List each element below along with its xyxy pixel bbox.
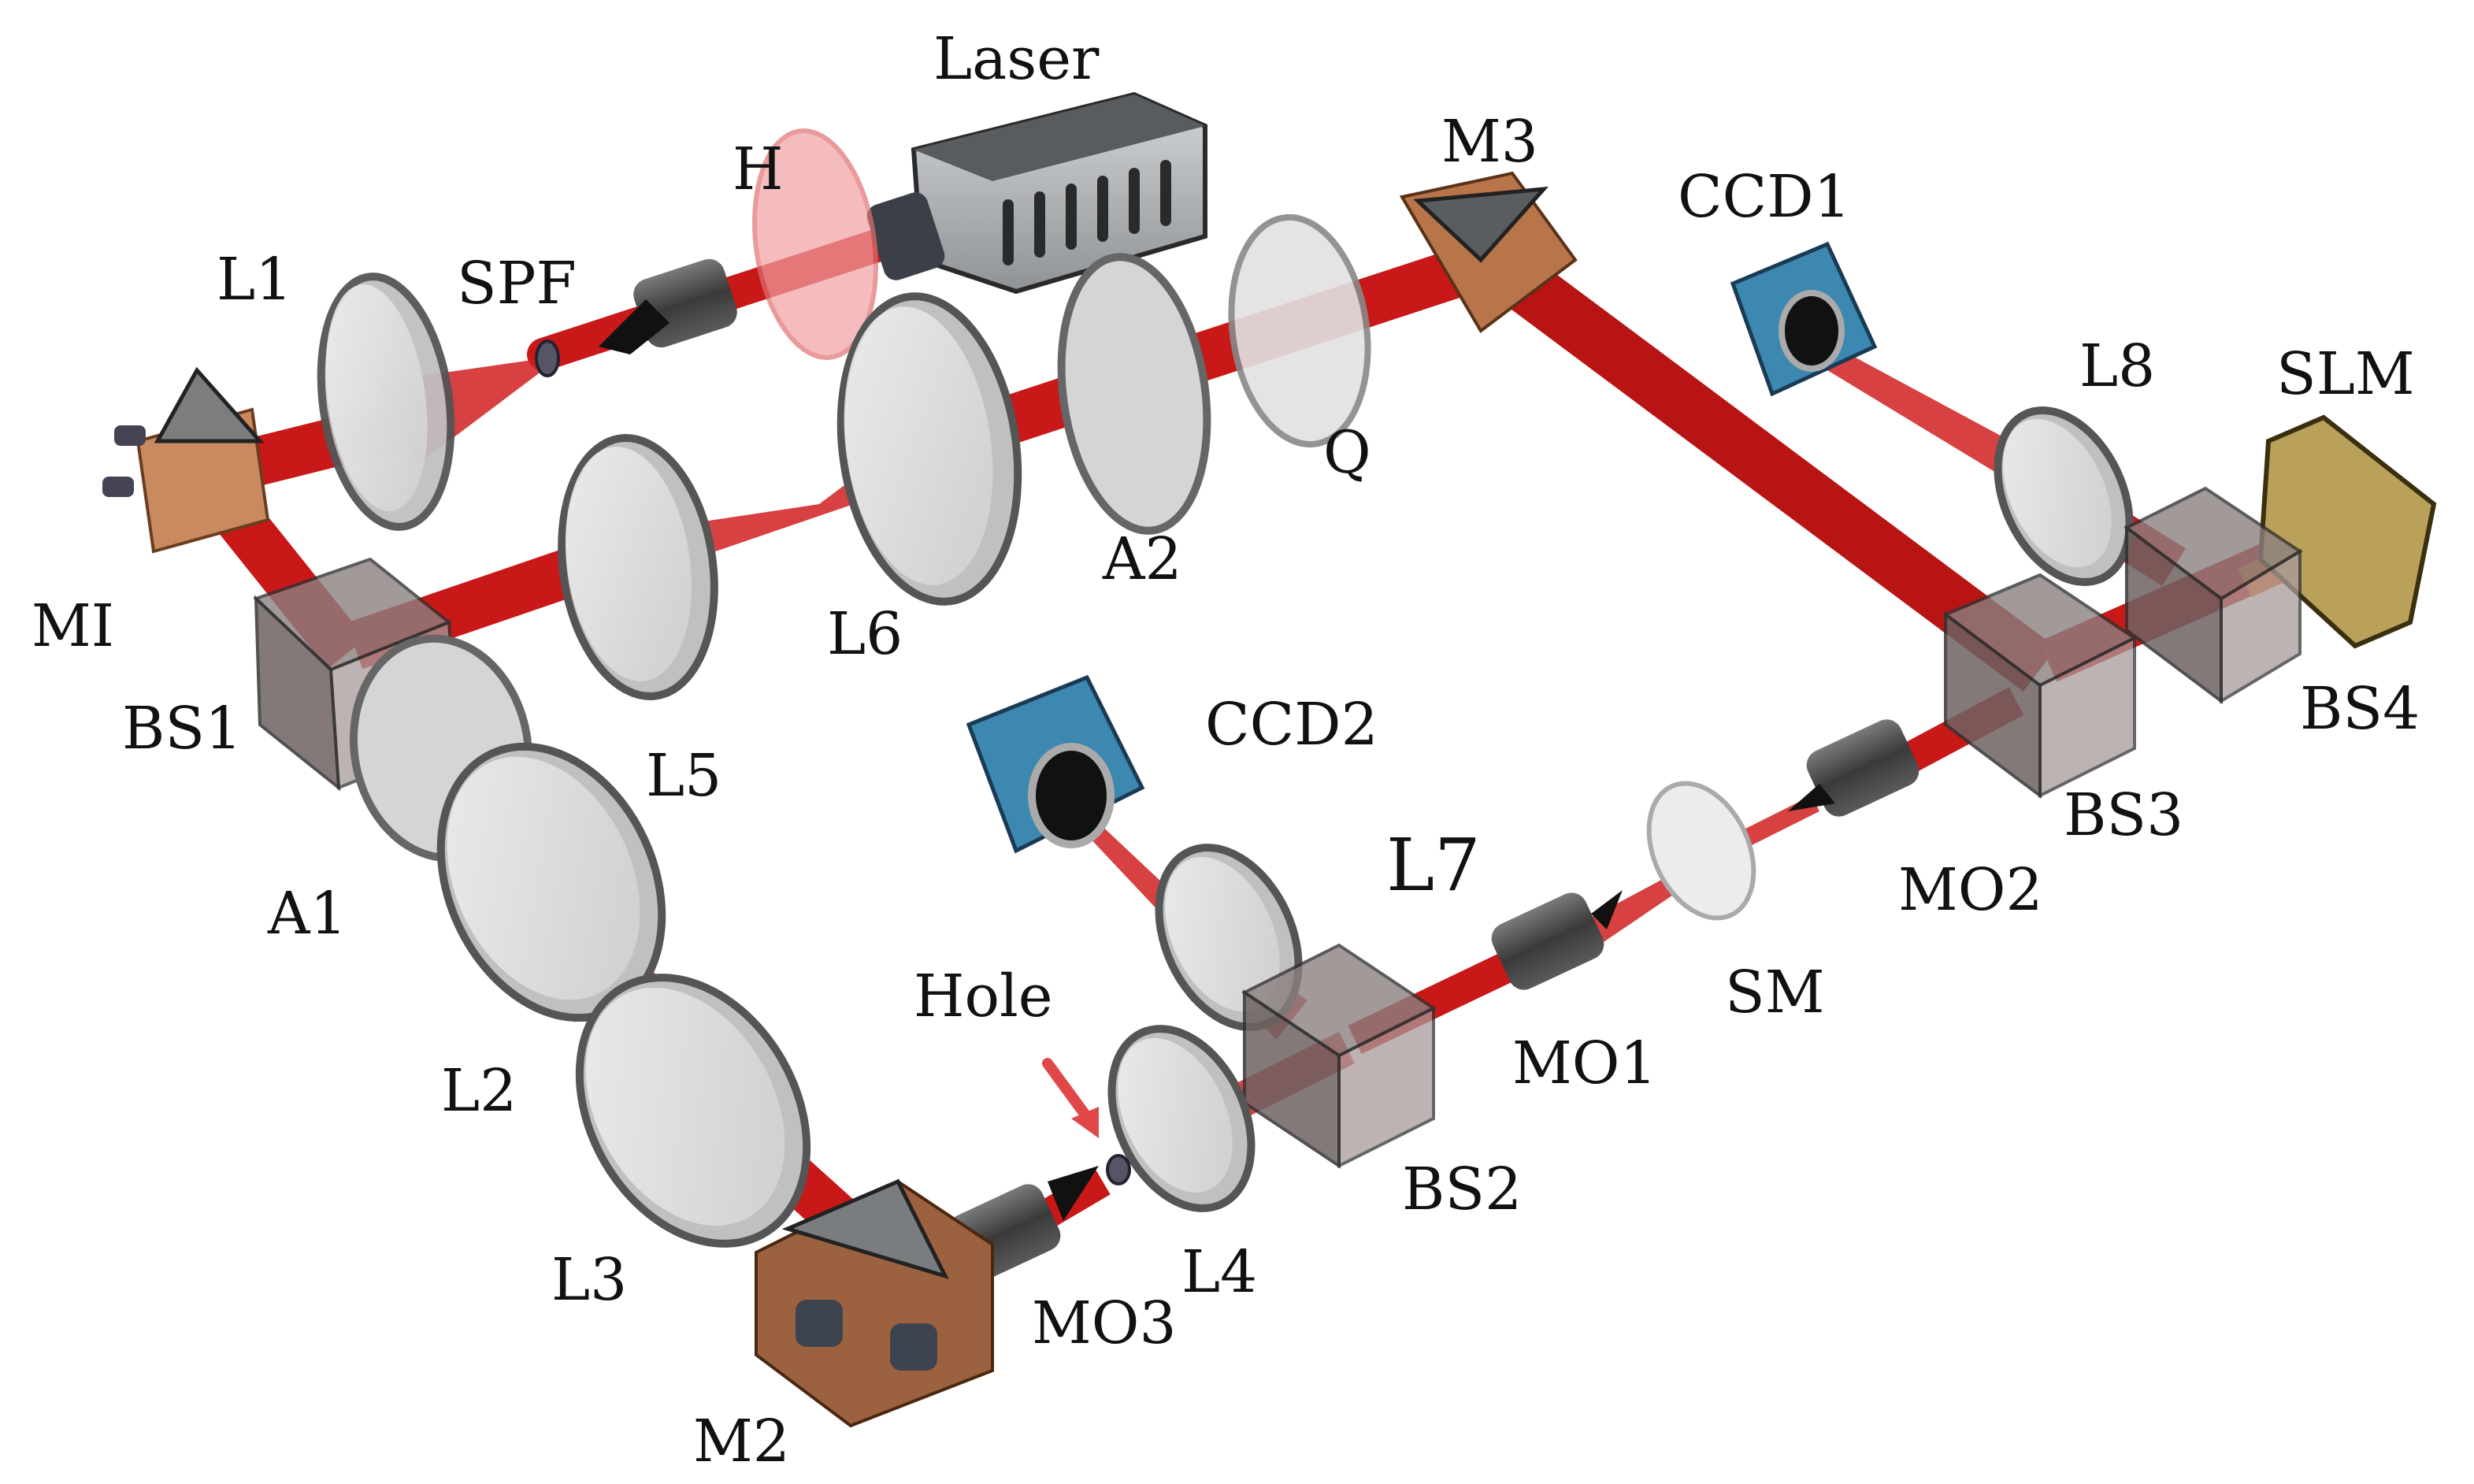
beam-a2-to-m3 — [937, 236, 1504, 465]
arrow-icon — [1042, 1058, 1099, 1138]
laser-icon — [866, 91, 1207, 295]
beam-splitter-icon — [1942, 573, 2138, 799]
label-l4: L4 — [1181, 1238, 1257, 1306]
label-m2: M2 — [693, 1408, 790, 1475]
label-mo2: MO2 — [1898, 856, 2043, 924]
label-l8: L8 — [2079, 332, 2155, 400]
label-l6: L6 — [827, 600, 903, 668]
aperture-icon — [1057, 253, 1211, 535]
label-l7: L7 — [1386, 823, 1481, 907]
label-mi: MI — [32, 592, 114, 660]
component-labels: Laser H SPF L1 MI M3 CCD1 L8 SLM Q A2 L6… — [32, 25, 2420, 1475]
label-sm: SM — [1725, 959, 1824, 1026]
lens-icon — [1107, 1025, 1256, 1212]
label-spf: SPF — [457, 250, 577, 317]
microscope-objective-icon — [1788, 719, 1919, 817]
beam-m3-to-bs3 — [1496, 253, 2057, 692]
beam-l6-to-a2 — [662, 410, 969, 567]
mirror-icon — [755, 1178, 994, 1428]
label-l3: L3 — [551, 1246, 627, 1314]
ccd-camera-icon — [1730, 241, 1878, 397]
scattering-medium-icon — [1646, 781, 1756, 921]
lens-icon — [436, 742, 666, 1022]
label-l2: L2 — [441, 1057, 517, 1125]
label-l1: L1 — [217, 246, 292, 313]
label-l5: L5 — [646, 742, 721, 810]
microscope-objective-icon — [1491, 890, 1623, 990]
label-q: Q — [1323, 419, 1371, 487]
label-bs4: BS4 — [2300, 675, 2420, 743]
label-mo3: MO3 — [1032, 1289, 1177, 1357]
lens-icon — [836, 292, 1022, 606]
label-h: H — [733, 135, 784, 203]
lens-icon — [317, 273, 455, 531]
label-a1: A1 — [267, 880, 347, 948]
lens-icon — [575, 974, 811, 1248]
lens-icon — [558, 434, 718, 700]
label-hole: Hole — [914, 963, 1053, 1030]
half-wave-plate-icon — [752, 128, 878, 360]
spatial-filter-icon — [535, 258, 737, 377]
label-bs1: BS1 — [122, 695, 242, 762]
label-ccd1: CCD1 — [1678, 163, 1851, 231]
label-bs3: BS3 — [2064, 781, 2183, 849]
beam-splitter-icon — [1241, 943, 1437, 1169]
beam-splitter-icon — [2123, 486, 2303, 704]
label-mo1: MO1 — [1512, 1030, 1657, 1097]
mirror-icon — [102, 366, 270, 554]
label-m3: M3 — [1441, 108, 1538, 176]
label-a2: A2 — [1102, 525, 1182, 593]
quarter-wave-plate-icon — [1228, 213, 1371, 448]
label-ccd2: CCD2 — [1205, 691, 1378, 759]
label-slm: SLM — [2276, 340, 2415, 408]
ccd-camera-icon — [966, 674, 1145, 854]
lens-icon — [1994, 406, 2134, 586]
label-bs2: BS2 — [1402, 1156, 1522, 1223]
pinhole-icon — [1106, 1154, 1131, 1185]
beam-l8-to-ccd1 — [1827, 347, 2048, 504]
label-laser: Laser — [933, 25, 1100, 93]
mirror-icon — [1399, 171, 1578, 333]
